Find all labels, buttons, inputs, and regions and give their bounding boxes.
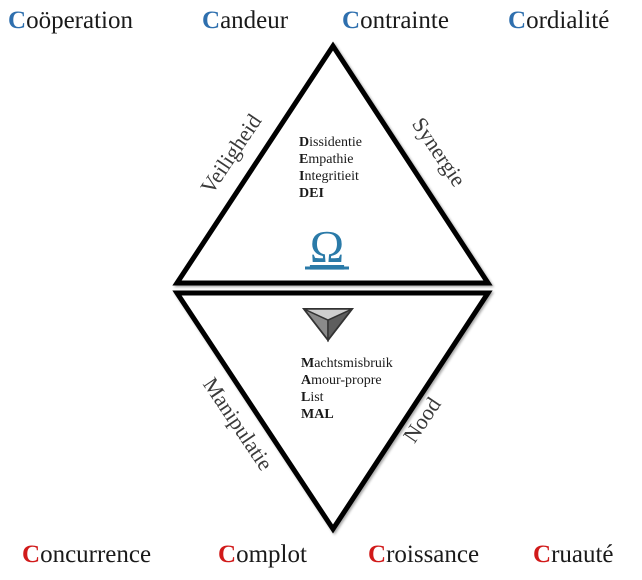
upper-term-list: Dissidentie Empathie Integritieit DEI	[299, 134, 362, 202]
upper-term-2: Empathie	[299, 152, 354, 167]
top-word-3: Contrainte	[342, 7, 449, 34]
bottom-word-2: Complot	[218, 541, 307, 568]
lower-acronym: MAL	[301, 407, 334, 422]
top-word-1: Coöperation	[8, 7, 133, 34]
upper-acronym: DEI	[299, 186, 324, 201]
lower-term-3: List	[301, 390, 324, 405]
lower-triangle	[172, 290, 493, 534]
bottom-word-4: Cruauté	[533, 541, 614, 568]
omega-symbol: Ω	[310, 221, 344, 272]
lower-term-2: Amour-propre	[301, 373, 382, 388]
top-word-2: Candeur	[202, 7, 289, 34]
bottom-word-1: Concurrence	[22, 541, 152, 568]
inverted-pyramid-icon	[301, 308, 355, 343]
top-word-4: Cordialité	[508, 7, 610, 34]
upper-triangle	[172, 41, 493, 286]
lower-term-1: Machtsmisbruik	[301, 356, 393, 371]
lower-term-list: Machtsmisbruik Amour-propre List MAL	[301, 355, 393, 423]
upper-term-1: Dissidentie	[299, 135, 363, 150]
upper-term-3: Integritieit	[299, 169, 359, 184]
bottom-word-3: Croissance	[368, 541, 480, 568]
